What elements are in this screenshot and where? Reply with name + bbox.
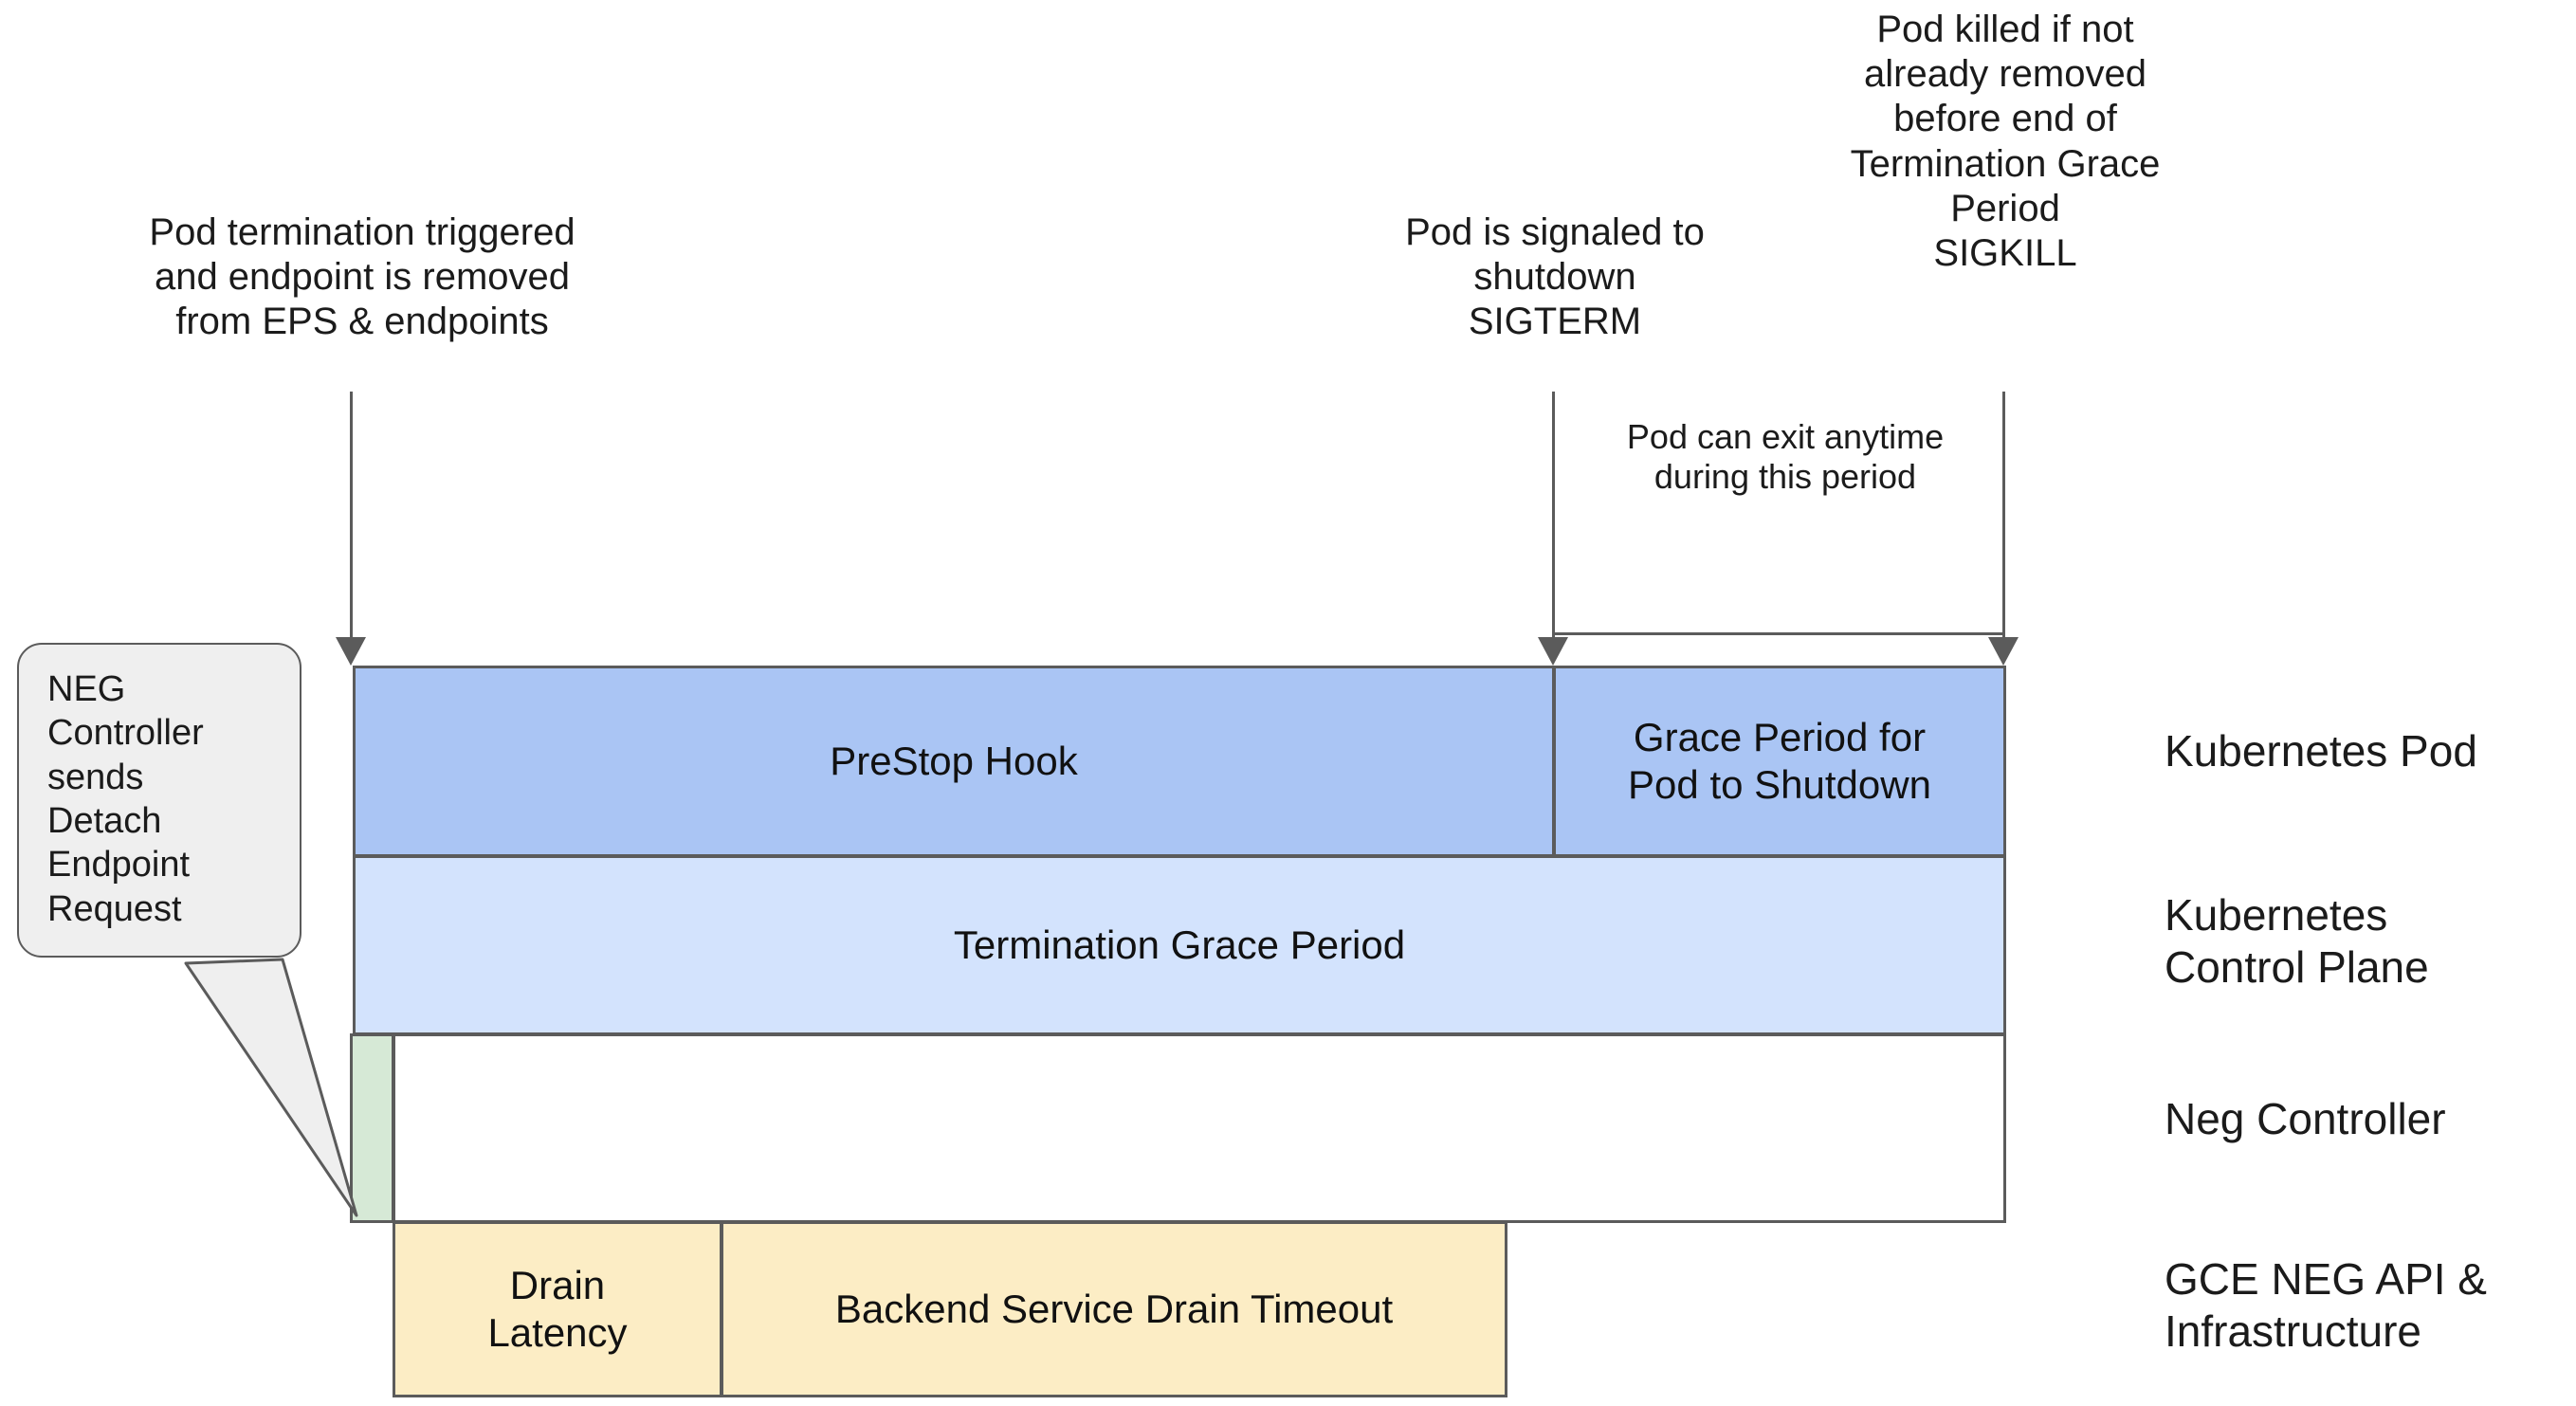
legend-gce-neg-api-infrastructure: GCE NEG API & Infrastructure — [2165, 1254, 2487, 1357]
legend-kubernetes-control-plane: Kubernetes Control Plane — [2165, 890, 2429, 993]
legend-neg-controller: Neg Controller — [2165, 1094, 2446, 1143]
bar-termination-grace-period: Termination Grace Period — [353, 855, 2006, 1035]
arrow-head-sigkill — [1988, 637, 2019, 666]
arrow-shaft-sigkill — [2002, 392, 2005, 640]
annotation-sigterm: Pod is signaled to shutdown SIGTERM — [1405, 211, 1705, 343]
annotation-pod-termination: Pod termination triggered and endpoint i… — [149, 211, 575, 343]
legend-kubernetes-pod: Kubernetes Pod — [2165, 726, 2477, 776]
arrow-shaft-sigterm — [1552, 392, 1555, 640]
arrow-head-sigterm — [1538, 637, 1568, 666]
bar-neg-controller-activity — [350, 1033, 394, 1223]
callout-neg-controller-detach: NEG Controller sends Detach Endpoint Req… — [17, 643, 301, 959]
bar-grace-period-for-pod-to-shutdown: Grace Period for Pod to Shutdown — [1553, 666, 2006, 857]
bar-neg-controller-row-blank — [393, 1033, 2006, 1223]
bracket-connector-pod-exit — [1554, 632, 2003, 635]
arrow-shaft-termination — [350, 392, 353, 640]
annotation-sigkill: Pod killed if not already removed before… — [1850, 9, 2161, 274]
arrow-head-termination — [336, 637, 366, 666]
bar-drain-latency: Drain Latency — [393, 1221, 722, 1397]
annotation-pod-can-exit: Pod can exit anytime during this period — [1626, 417, 1945, 497]
bar-prestop-hook: PreStop Hook — [353, 666, 1555, 857]
bar-backend-service-drain-timeout: Backend Service Drain Timeout — [721, 1221, 1507, 1397]
